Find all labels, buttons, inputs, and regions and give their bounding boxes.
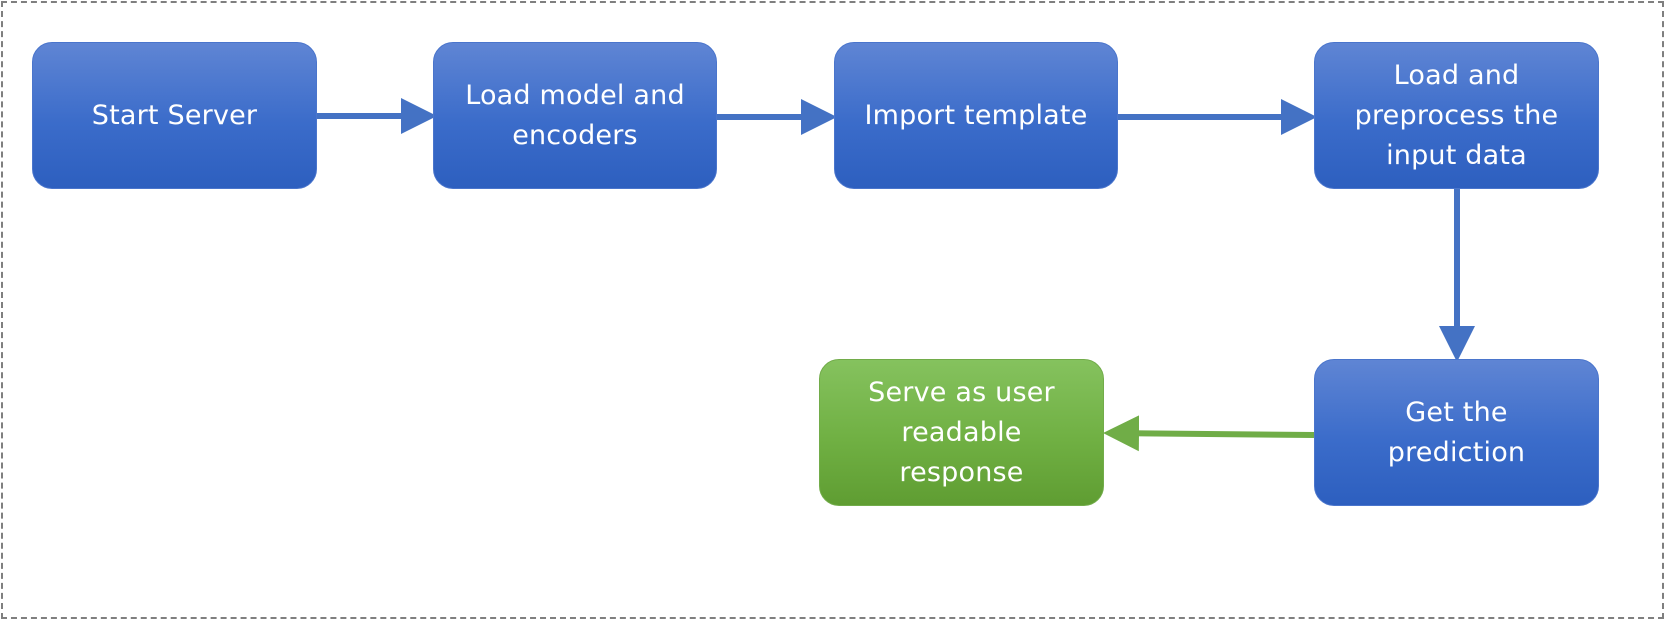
node-start-server: Start Server <box>32 42 317 189</box>
arrow-get-prediction-to-serve-response <box>1103 415 1315 452</box>
node-load-model: Load model and encoders <box>433 42 717 189</box>
node-get-prediction-label: Get the prediction <box>1387 396 1526 468</box>
node-load-model-label: Load model and encoders <box>465 79 685 151</box>
node-import-template: Import template <box>834 42 1118 189</box>
node-start-server-label: Start Server <box>91 99 258 131</box>
node-load-preprocess-label: Load and preprocess the input data <box>1354 59 1559 171</box>
node-import-template-label: Import template <box>864 99 1088 131</box>
node-load-preprocess: Load and preprocess the input data <box>1314 42 1599 189</box>
node-serve-response: Serve as user readable response <box>819 359 1104 506</box>
node-get-prediction: Get the prediction <box>1314 359 1599 506</box>
node-serve-response-label: Serve as user readable response <box>868 376 1055 488</box>
